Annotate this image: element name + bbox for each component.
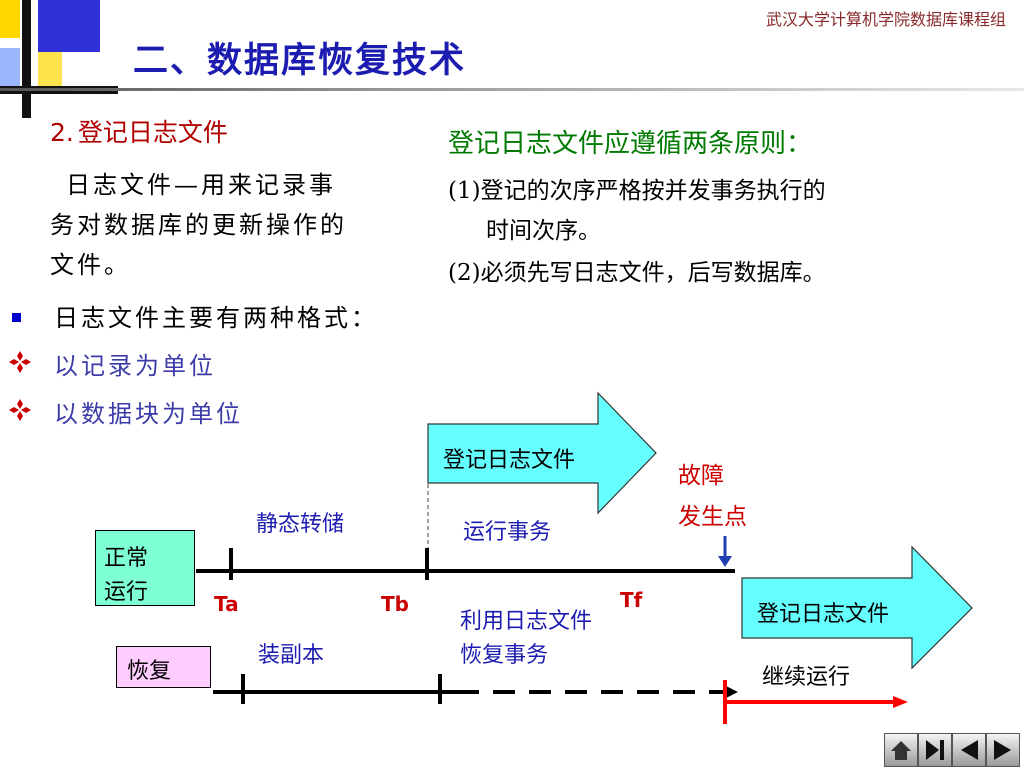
ta-label: Ta: [214, 592, 239, 616]
principles-heading: 登记日志文件应遵循两条原则：: [448, 129, 813, 159]
continue-run-label: 继续运行: [762, 665, 851, 690]
normal-run-box: [95, 530, 195, 606]
title-underline: [0, 88, 1024, 91]
corner-blue-block: [38, 0, 100, 52]
fault-arrow-head: [718, 556, 732, 567]
last-icon: [926, 740, 944, 760]
static-dump-label: 静态转储: [256, 512, 345, 537]
rule-1-line1: (1)登记的次序严格按并发事务执行的: [448, 178, 826, 204]
course-group-label: 武汉大学计算机学院数据库课程组: [765, 10, 1006, 29]
continue-arrowhead: [893, 696, 908, 708]
last-slide-button[interactable]: [918, 733, 952, 767]
section-title-text: 登记日志文件: [77, 118, 228, 147]
recover-transaction-line1: 利用日志文件: [460, 609, 593, 634]
section-title-number: 2.: [50, 118, 74, 147]
recover-transaction-line2: 恢复事务: [460, 643, 549, 668]
tb-label: Tb: [381, 592, 409, 616]
prev-icon: [961, 740, 978, 760]
corner-yellow-block: [0, 0, 20, 38]
square-bullet-icon: [12, 313, 21, 322]
rule-1-line2: 时间次序。: [486, 218, 601, 244]
run-transaction-label: 运行事务: [463, 520, 552, 545]
log-arrow-right-label: 登记日志文件: [757, 602, 890, 627]
log-file-definition-line1: 日志文件—用来记录事: [66, 171, 336, 199]
recovery-dashed-arrowhead: [726, 686, 738, 698]
home-icon: [891, 741, 911, 760]
format-record-unit: 以记录为单位: [54, 352, 216, 380]
next-icon: [994, 740, 1011, 760]
fault-point-line1: 故障: [678, 463, 724, 489]
diamond-bullet-icon: [9, 399, 31, 421]
log-arrow-top-shape: [427, 391, 657, 515]
diamond-bullet-icon: [9, 351, 31, 373]
prev-slide-button[interactable]: [952, 733, 986, 767]
format-block-unit: 以数据块为单位: [54, 400, 243, 428]
corner-yellow-block-2: [38, 52, 62, 88]
log-file-definition-line2: 务对数据库的更新操作的: [50, 211, 347, 239]
normal-run-label-line2: 运行: [104, 580, 149, 605]
load-copy-label: 装副本: [258, 643, 325, 668]
rule-2: (2)必须先写日志文件，后写数据库。: [448, 260, 826, 286]
restore-label: 恢复: [127, 659, 172, 684]
tf-label: Tf: [620, 588, 643, 612]
restore-box: [116, 646, 211, 688]
home-nav-button[interactable]: [884, 733, 918, 767]
corner-vertical-bar: [22, 0, 31, 118]
page-title: 二、数据库恢复技术: [133, 40, 467, 81]
normal-run-label-line1: 正常: [104, 546, 149, 571]
fault-point-line2: 发生点: [678, 504, 747, 530]
log-file-definition-line3: 文件。: [50, 251, 131, 279]
bullet-formats: 日志文件主要有两种格式：: [54, 304, 378, 332]
log-arrow-top-label: 登记日志文件: [443, 448, 576, 473]
section-title: 2.登记日志文件: [50, 113, 228, 149]
log-arrow-right-shape: [741, 545, 973, 670]
next-slide-button[interactable]: [986, 733, 1020, 767]
corner-lightblue-block: [0, 48, 20, 90]
